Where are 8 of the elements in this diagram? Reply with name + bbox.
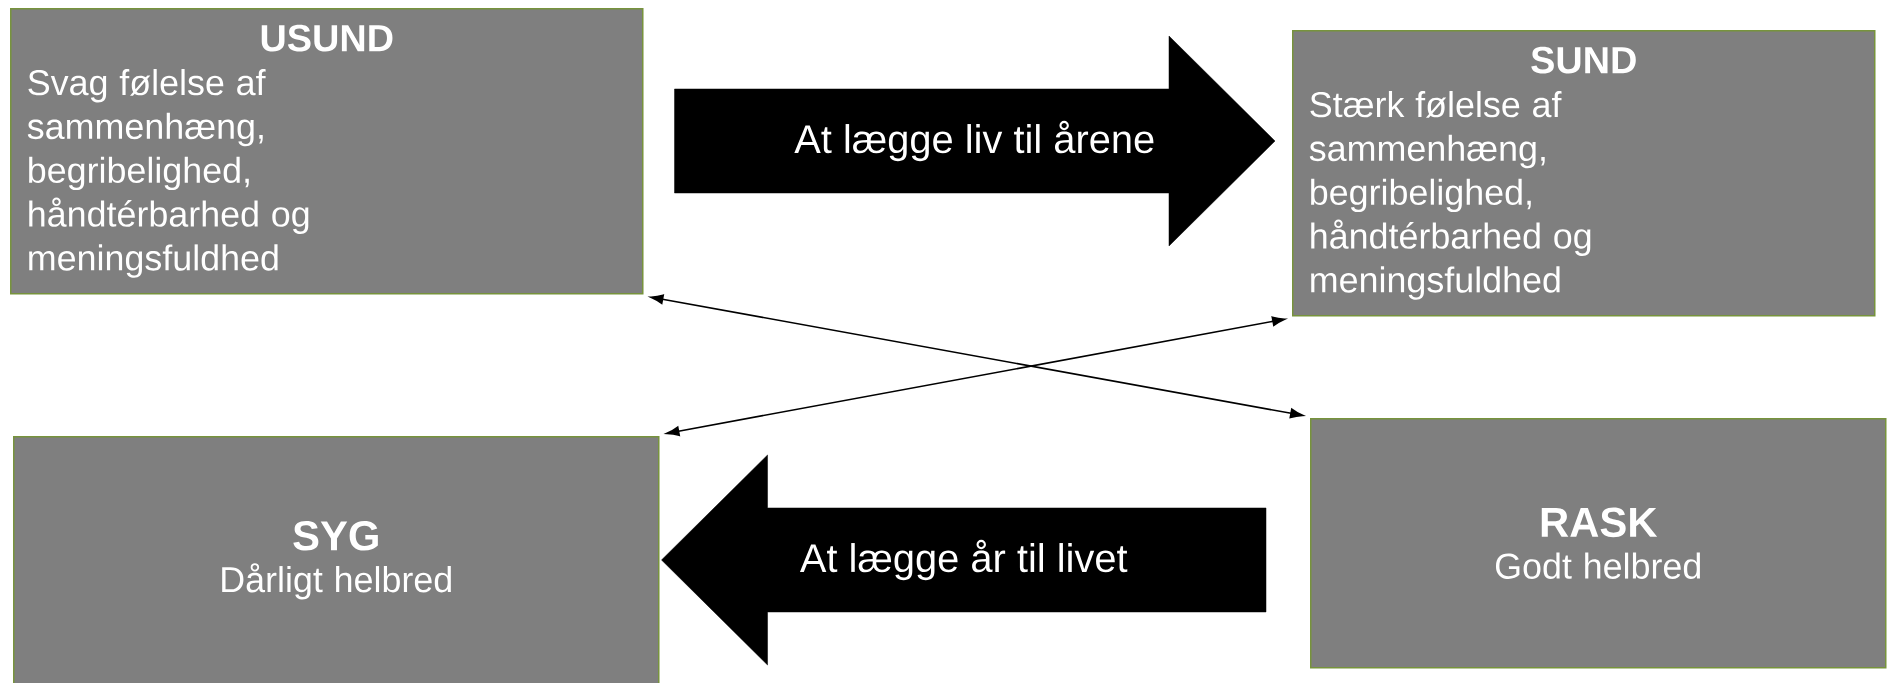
edge-label: At lægge år til livet: [797, 537, 1130, 583]
text-box: SUND Stærk følelse af sammenhæng, begribelighed, håndtérbarhed og meningsfuldhed: [1292, 30, 1876, 317]
text-box: RASK Godt helbred: [1310, 418, 1887, 669]
double-arrow: [666, 316, 1286, 437]
text-box: SYG Dårligt helbred: [13, 436, 660, 683]
edge-label: At lægge liv til årene: [792, 118, 1158, 164]
text-box: USUND Svag følelse af sammenhæng, begribelighed, håndtérbarhed og meningsfuldhed: [10, 8, 644, 295]
double-arrow: [650, 294, 1304, 419]
